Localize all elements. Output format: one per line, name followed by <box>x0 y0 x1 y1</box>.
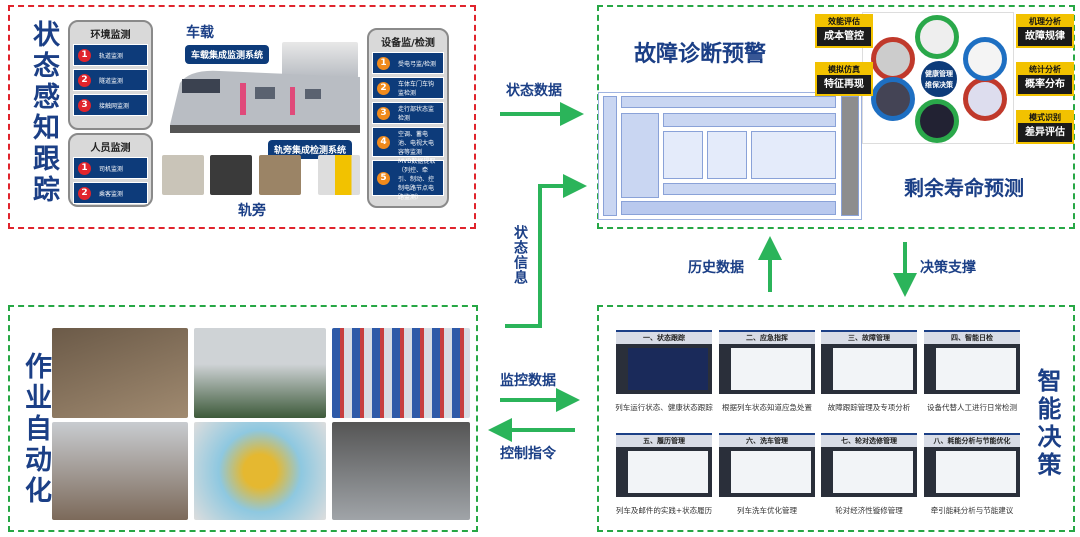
automation-photo <box>52 422 188 520</box>
wayside-photo <box>162 155 204 195</box>
module-title: 六、洗车管理 <box>719 435 815 447</box>
module-screenshot <box>936 348 1016 390</box>
env-item-label: 接触网监测 <box>99 102 130 110</box>
module-screenshot <box>731 348 811 390</box>
module-screenshot <box>628 451 708 493</box>
wayside-photo <box>259 155 301 195</box>
people-title: 人员监测 <box>90 143 131 154</box>
module-card[interactable]: 七、轮对选修管理 <box>821 433 917 497</box>
equipment-item-label: 车体车门车钩监检测 <box>398 81 435 97</box>
automation-photo <box>194 422 326 520</box>
module-card[interactable]: 二、应急指挥 <box>719 330 815 394</box>
module-title: 一、状态跟踪 <box>616 332 712 344</box>
equipment-item-label: 受电弓监/检测 <box>398 60 437 68</box>
onboard-label: 车载 <box>186 25 214 41</box>
method-badge: 模拟仿真特征再现 <box>815 62 873 96</box>
automation-photo <box>52 328 188 418</box>
module-caption: 列车洗车优化管理 <box>737 506 797 515</box>
method-badge: 机理分析故障规律 <box>1016 14 1074 48</box>
method-badge: 统计分析概率分布 <box>1016 62 1074 96</box>
state-info-arrow <box>505 174 587 328</box>
method-badge: 效能评估成本管控 <box>815 14 873 48</box>
env-title: 环境监测 <box>90 30 131 41</box>
equipment-item-label: MVB数据提取（列控、牵引、制动、控制电路节点电路监测） <box>398 157 436 201</box>
wayside-label: 轨旁 <box>238 203 266 219</box>
rul-title: 剩余寿命预测 <box>904 176 1024 200</box>
history-data-label: 历史数据 <box>688 260 744 276</box>
automation-photo <box>194 328 326 418</box>
module-caption: 列车运行状态、健康状态跟踪 <box>615 403 713 412</box>
onboard-device-image <box>282 42 358 78</box>
decision-title: 智能决策 <box>1033 368 1061 480</box>
module-caption: 牵引能耗分析与节能建议 <box>930 506 1014 515</box>
module-title: 五、履历管理 <box>616 435 712 447</box>
perception-title: 状态感知跟踪 <box>28 20 59 206</box>
wayside-photo <box>210 155 252 195</box>
module-screenshot <box>731 451 811 493</box>
module-title: 三、故障管理 <box>821 332 917 344</box>
automation-photo <box>332 328 470 418</box>
module-card[interactable]: 六、洗车管理 <box>719 433 815 497</box>
health-center-label: 健康管理维保决策 <box>919 59 959 99</box>
env-item-label: 轨道监测 <box>99 52 124 60</box>
module-card[interactable]: 三、故障管理 <box>821 330 917 394</box>
decision-panel <box>597 305 1075 532</box>
people-item-label: 乘客监测 <box>99 190 124 198</box>
monitor-data-label: 监控数据 <box>500 373 556 389</box>
wayside-system-tag: 轨旁集成检测系统 <box>268 140 353 159</box>
wayside-photo <box>318 155 360 195</box>
module-screenshot <box>833 451 913 493</box>
module-screenshot <box>628 348 708 390</box>
module-card[interactable]: 四、智能日检 <box>924 330 1020 394</box>
people-item-label: 司机监测 <box>99 165 124 173</box>
onboard-system-tag: 车载集成监测系统 <box>185 45 270 64</box>
state-data-label: 状态数据 <box>506 83 562 99</box>
module-title: 二、应急指挥 <box>719 332 815 344</box>
module-title: 四、智能日检 <box>924 332 1020 344</box>
module-title: 七、轮对选修管理 <box>821 435 917 447</box>
automation-photo <box>332 422 470 520</box>
train-image <box>170 70 360 133</box>
module-screenshot <box>936 451 1016 493</box>
module-caption: 轮对经济性镟修管理 <box>835 506 903 515</box>
module-card[interactable]: 一、状态跟踪 <box>616 330 712 394</box>
env-item-label: 隧道监测 <box>99 77 124 85</box>
automation-title: 作业自动化 <box>20 352 51 507</box>
equipment-item-label: 空调、蓄电池、电视大电容等监测 <box>398 130 435 156</box>
diagnosis-title: 故障诊断预警 <box>634 42 767 67</box>
module-title: 八、耗能分析与节能优化 <box>924 435 1020 447</box>
state-info-label: 状态信息 <box>512 225 528 285</box>
control-cmd-label: 控制指令 <box>500 446 556 462</box>
module-card[interactable]: 五、履历管理 <box>616 433 712 497</box>
automation-panel <box>8 305 478 532</box>
module-card[interactable]: 八、耗能分析与节能优化 <box>924 433 1020 497</box>
module-screenshot <box>833 348 913 390</box>
method-badge: 模式识别差异评估 <box>1016 110 1074 144</box>
module-caption: 列车及邮件的实践+状态履历 <box>615 506 713 515</box>
module-caption: 根据列车状态知道应急处置 <box>722 403 812 412</box>
architecture-diagram <box>598 92 862 220</box>
equipment-title: 设备监/检测 <box>381 38 435 49</box>
module-caption: 故障跟踪管理及专项分析 <box>827 403 911 412</box>
health-management-graphic: 健康管理维保决策 <box>862 12 1014 144</box>
module-caption: 设备代替人工进行日常检测 <box>927 403 1017 412</box>
decision-support-label: 决策支撑 <box>920 260 976 276</box>
perception-panel <box>8 5 476 229</box>
equipment-item-label: 走行部状态监检测 <box>398 106 435 122</box>
